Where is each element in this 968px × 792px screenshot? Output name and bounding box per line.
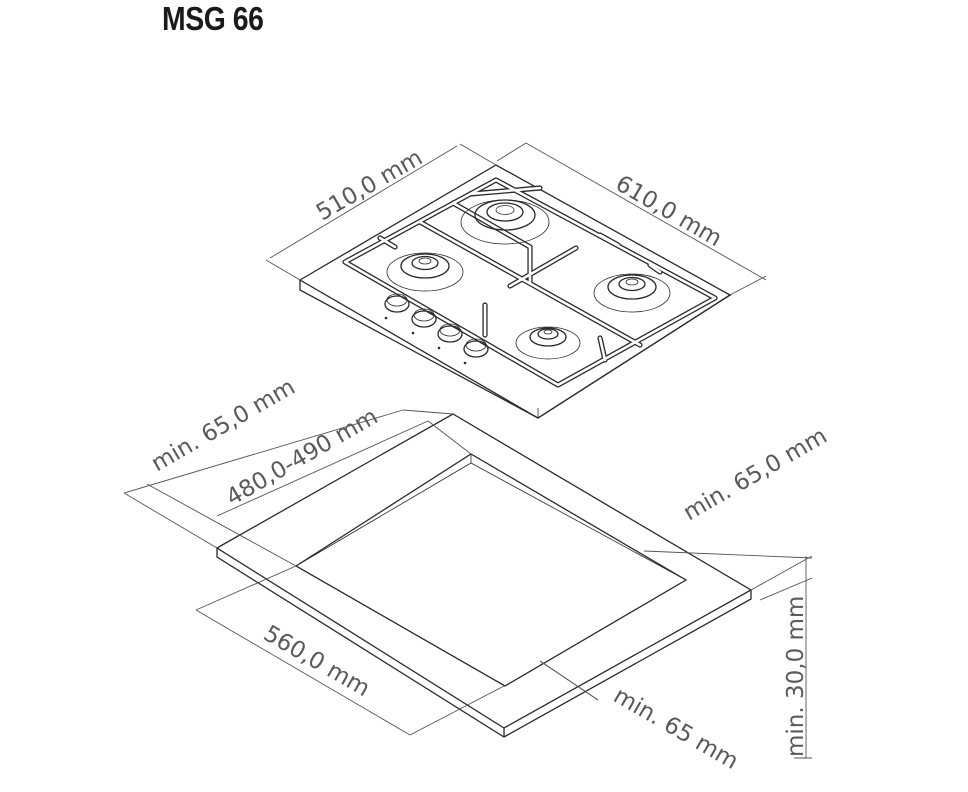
hob-dimensions (265, 142, 767, 296)
hob (265, 142, 767, 419)
page-title: MSG 66 (162, 0, 264, 37)
front-clearance-label: min. 65 mm (609, 683, 743, 775)
cutout (294, 453, 688, 687)
side-clearance-label: min. 65,0 mm (679, 423, 832, 526)
hob-depth-label: 510,0 mm (312, 145, 427, 227)
burner-rear (460, 199, 550, 245)
cutout-width-label: 560,0 mm (259, 621, 374, 703)
knob-4-icon (463, 338, 489, 365)
hob-plate-edge (299, 280, 731, 419)
hob-width-label: 610,0 mm (611, 171, 726, 253)
worktop-dimensions (123, 409, 813, 759)
control-knobs (384, 293, 489, 365)
worktop (123, 409, 813, 759)
knob-2-icon (411, 308, 437, 335)
knob-1-icon (384, 293, 410, 320)
pan-support-grate (342, 177, 718, 388)
burner-front (515, 326, 581, 360)
burner-right (593, 273, 671, 313)
knob-3-icon (437, 323, 463, 350)
worktop-thickness-label: min. 30,0 mm (783, 596, 809, 757)
burner-left (386, 252, 464, 292)
